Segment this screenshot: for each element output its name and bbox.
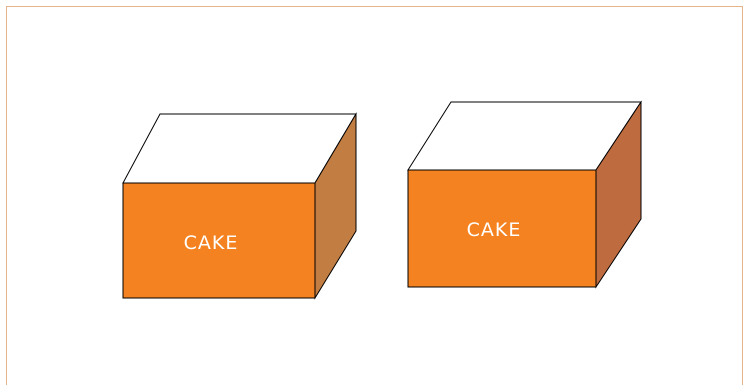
cake-box-1: CAKE — [123, 114, 356, 298]
cake-2-label: CAKE — [467, 219, 522, 241]
cake-1-label: CAKE — [184, 232, 239, 254]
cake-box-2: CAKE — [408, 102, 641, 287]
